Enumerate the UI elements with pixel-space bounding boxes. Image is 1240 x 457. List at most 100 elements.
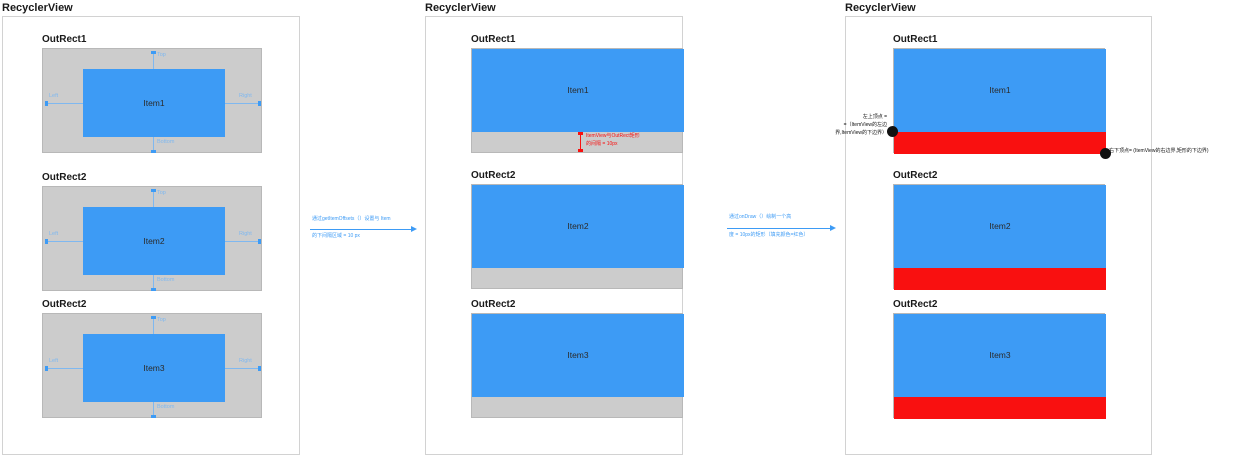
callout-line1: 左上顶点 = [862,114,887,120]
dim-label-right: Right [239,93,252,99]
block-outrect3: OutRect2 Item3 [893,299,1106,424]
block-label: OutRect2 [893,299,938,310]
gap-note-line2: 的间隔 = 10px [586,141,618,147]
item-label: Item3 [567,350,589,361]
flow-arrow-getitemoffsets: 通过getItemOffsets（）设置与 Item 的下间隔区域 = 10 p… [310,216,418,248]
outrect-region: Item3 Top Bottom Left Right [42,313,262,418]
dim-cap-left [45,239,48,244]
outrect-region: Item3 [893,313,1106,419]
flow-line [727,228,831,229]
block-label: OutRect2 [42,172,87,183]
dim-line-left [45,368,83,369]
decoration-rect [894,397,1106,419]
dim-line-left [45,103,83,104]
dim-cap-bottom [151,288,156,291]
dim-cap-bottom [151,415,156,418]
dim-cap-left [45,101,48,106]
block-outrect3: OutRect2 Item3 Top Bottom Left Right [42,299,262,424]
dim-line-top [153,189,154,207]
flow-arrowhead-icon [830,225,836,231]
dim-label-top: Top [157,190,166,196]
dim-line-left [45,241,83,242]
panel-offsets-applied: RecyclerView OutRect1 Item1 ItemView与Out… [425,2,684,455]
panel-getitemoffsets-concept: RecyclerView OutRect1 Item1 Top Bottom L… [2,2,300,455]
dim-label-bottom: Bottom [157,404,175,410]
vertex-dot-topleft [887,126,898,137]
itemview-rect: Item3 [472,314,684,397]
block-label: OutRect1 [471,34,516,45]
dim-cap-right [258,101,261,106]
itemview-rect: Item2 [83,207,225,275]
itemview-rect: Item2 [472,185,684,268]
callout-top-left-vertex: 左上顶点 = =（ItemView的左边 界,ItemView的下边界） [795,114,887,137]
dim-cap-right [258,239,261,244]
dim-label-right: Right [239,231,252,237]
item-label: Item2 [143,235,165,246]
item-label: Item2 [567,221,589,232]
flow-text-line2: 度 = 10px的矩形（填充颜色=红色） [729,232,809,238]
dim-line-right [225,368,261,369]
item-label: Item1 [567,85,589,96]
item-label: Item3 [143,362,165,373]
dim-cap-top [151,316,156,319]
panel-ondraw-result: RecyclerView OutRect1 Item1 OutRect2 Ite… [845,2,1152,455]
decoration-rect [894,268,1106,290]
item-label: Item3 [989,350,1011,361]
dim-label-top: Top [157,52,166,58]
itemview-rect: Item2 [894,185,1106,268]
gap-measure-cap-bottom [578,149,583,152]
dim-line-bottom [153,275,154,291]
callout-line2: =（ItemView的左边 [843,121,887,128]
block-outrect1: OutRect1 Item1 Top Bottom Left Right [42,34,262,159]
block-label: OutRect2 [42,299,87,310]
outrect-region: Item3 [471,313,684,418]
vertex-dot-bottomright [1100,148,1111,159]
dim-line-right [225,241,261,242]
itemview-rect: Item1 [894,49,1106,132]
outrect-region: Item1 Top Bottom Left Right [42,48,262,153]
flow-arrowhead-icon [411,226,417,232]
item-label: Item2 [989,221,1011,232]
gap-note-line1: ItemView与OutRect矩形 [586,133,640,139]
dim-cap-top [151,189,156,192]
dim-line-top [153,51,154,69]
dim-line-bottom [153,137,154,153]
dim-cap-left [45,366,48,371]
outrect-region: Item1 ItemView与OutRect矩形 的间隔 = 10px [471,48,684,153]
decoration-rect [894,132,1106,154]
dim-cap-bottom [151,150,156,153]
dim-label-bottom: Bottom [157,139,175,145]
dim-cap-top [151,51,156,54]
itemview-rect: Item1 [83,69,225,137]
block-outrect2: OutRect2 Item2 [893,170,1106,295]
outrect-region: Item1 [893,48,1106,154]
panel-title: RecyclerView [845,2,916,14]
flow-text-line2: 的下间隔区域 = 10 px [312,233,360,239]
item-label: Item1 [143,97,165,108]
itemview-rect: Item3 [83,334,225,402]
block-outrect2: OutRect2 Item2 [471,170,684,295]
flow-text-line1: 通过onDraw（）绘制一个高 [729,214,792,220]
gap-measure-line [580,133,581,152]
outrect-region: Item2 Top Bottom Left Right [42,186,262,291]
dim-line-bottom [153,402,154,418]
flow-arrow-ondraw: 通过onDraw（）绘制一个高 度 = 10px的矩形（填充颜色=红色） [727,214,837,246]
flow-text-line1: 通过getItemOffsets（）设置与 Item [312,216,391,222]
dim-label-left: Left [49,358,59,364]
block-outrect3: OutRect2 Item3 [471,299,684,424]
block-label: OutRect1 [893,34,938,45]
dim-label-left: Left [49,231,59,237]
block-outrect1: OutRect1 Item1 ItemView与OutRect矩形 的间隔 = … [471,34,684,159]
callout-line3: 界,ItemView的下边界） [835,129,887,136]
outrect-region: Item2 [893,184,1106,290]
panel-title: RecyclerView [2,2,73,14]
itemview-rect: Item3 [894,314,1106,397]
dim-cap-right [258,366,261,371]
dim-line-right [225,103,261,104]
block-label: OutRect2 [471,299,516,310]
block-label: OutRect1 [42,34,87,45]
dim-line-top [153,316,154,334]
dim-label-bottom: Bottom [157,277,175,283]
itemview-rect: Item1 [472,49,684,132]
dim-label-left: Left [49,93,59,99]
